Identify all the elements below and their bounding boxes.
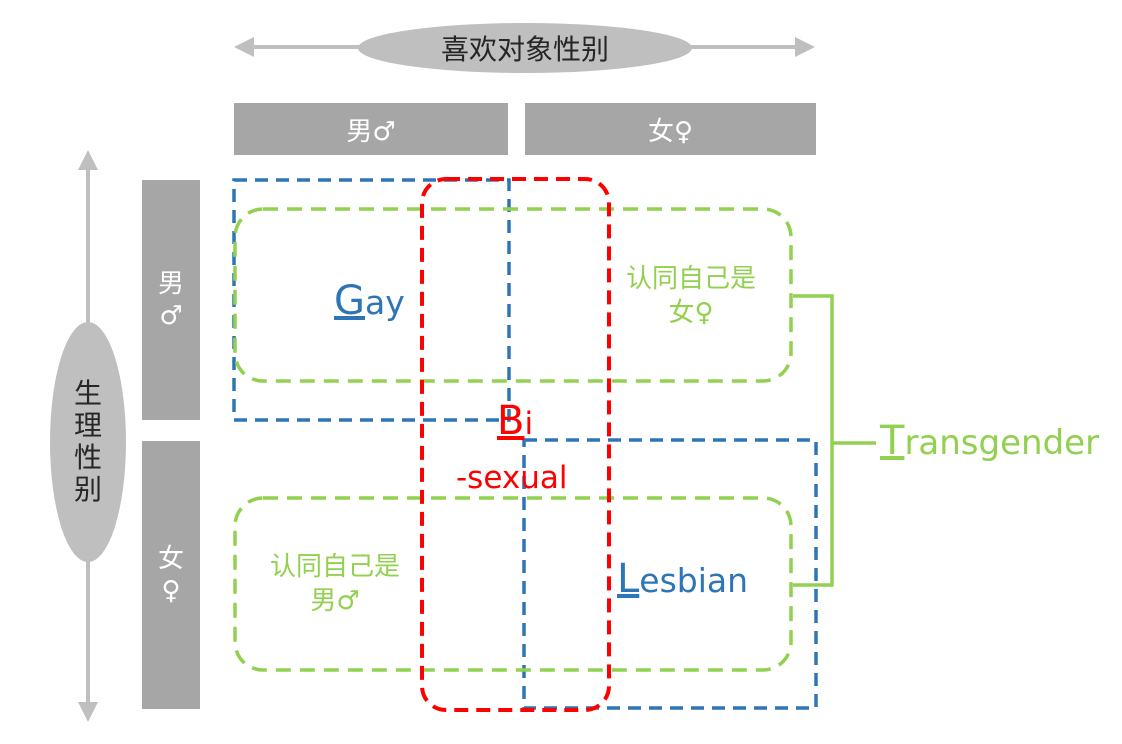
vertical-axis-char: 别 — [73, 473, 102, 506]
trans-bracket — [793, 294, 834, 587]
trans-lower-box — [233, 496, 793, 672]
column-header-male: 男♂ — [234, 103, 508, 155]
gay-initial: G — [334, 278, 365, 324]
trans-ftm-line2: 男♂ — [310, 586, 360, 616]
vertical-axis-label: 生 理 性 别 — [50, 322, 126, 562]
lesbian-region-box — [522, 438, 818, 710]
trans-ftm-line1: 认同自己是 — [269, 552, 400, 582]
transgender-label: Transgender — [880, 418, 1099, 464]
row-header-female: 女 ♀ — [142, 441, 200, 709]
column-header-female: 女♀ — [525, 103, 816, 155]
lesbian-label: Lesbian — [617, 556, 748, 602]
trans-mtf-label: 认同自己是 女♀ — [606, 262, 776, 330]
bi-label-line2: -sexual — [456, 460, 568, 496]
row-header-char: 女 — [157, 544, 184, 574]
row-header-char: 男 — [157, 269, 184, 299]
lesbian-rest: esbian — [639, 561, 749, 600]
bi-label: Bi — [497, 398, 533, 444]
lesbian-initial: L — [617, 556, 640, 602]
trans-mtf-line1: 认同自己是 — [625, 264, 756, 294]
row-header-symbol: ♂ — [159, 301, 183, 331]
horizontal-axis-label: 喜欢对象性别 — [358, 23, 692, 73]
vertical-axis-char: 理 — [73, 409, 102, 442]
gay-label: Gay — [334, 278, 405, 324]
trans-rest: ransgender — [904, 423, 1100, 463]
vertical-axis-char: 生 — [73, 377, 102, 410]
vertical-axis-char: 性 — [73, 441, 102, 474]
row-header-symbol: ♀ — [161, 576, 181, 606]
bi-initial: B — [497, 398, 525, 444]
trans-mtf-line2: 女♀ — [668, 298, 714, 328]
bi-rest: i — [524, 406, 534, 442]
gay-rest: ay — [365, 283, 405, 322]
bi-region-box — [420, 177, 611, 712]
trans-ftm-label: 认同自己是 男♂ — [250, 550, 420, 618]
trans-upper-box — [233, 207, 793, 383]
row-header-male: 男 ♂ — [142, 180, 200, 420]
trans-initial: T — [880, 418, 905, 464]
